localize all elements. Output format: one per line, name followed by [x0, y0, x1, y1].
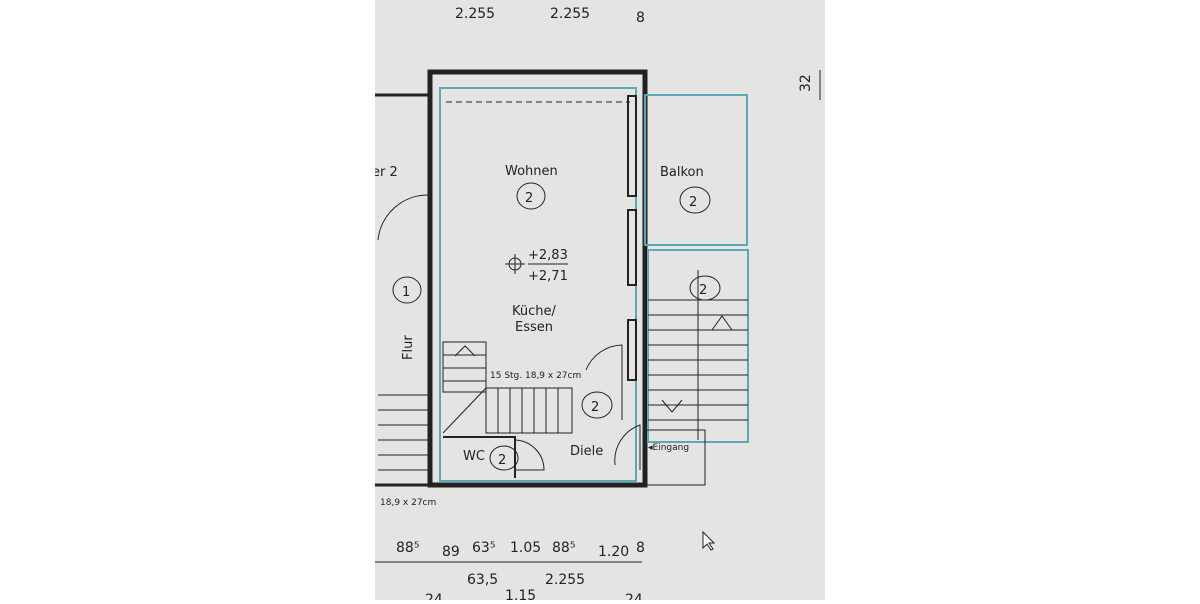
window	[627, 209, 637, 286]
dim-bottom: 1.20	[598, 544, 629, 560]
dim-bottom-lower: 63,5	[467, 572, 498, 588]
room-mark-flur: 1	[402, 285, 410, 300]
room-label-flur: Flur	[401, 335, 416, 360]
room-label-wohnen: Wohnen	[505, 164, 558, 179]
dim-top-3: 8	[636, 10, 645, 26]
dim-bottom: 88⁵	[552, 540, 575, 556]
dim-bottom-cut: 24	[625, 592, 643, 600]
entrance-door-swing	[614, 424, 641, 470]
mouse-cursor-icon	[702, 530, 716, 551]
exterior-stair-treads	[648, 270, 748, 440]
floor-plan-photo: 2.255 2.255 8 32 er 2 Flur 1 18,9 x 27cm…	[372, 0, 825, 604]
dim-bottom-cut: 24	[425, 592, 443, 600]
dim-bottom: 8	[636, 540, 645, 556]
dim-bottom: 89	[442, 544, 460, 560]
dim-bottom: 88⁵	[396, 540, 419, 556]
room-mark-stair: 2	[699, 283, 707, 298]
level-lower: +2,71	[528, 269, 568, 284]
wc-wall	[443, 436, 516, 478]
room-mark-diele: 2	[591, 400, 599, 415]
door-swing	[585, 344, 623, 420]
left-stair	[378, 394, 430, 471]
room-label-wc: WC	[463, 449, 485, 464]
entrance-area	[644, 429, 706, 486]
room-label-zimmer-2: er 2	[375, 165, 398, 180]
wc-door-swing	[514, 439, 545, 471]
dim-bottom: 63⁵	[472, 540, 495, 556]
dim-bottom: 1.05	[510, 540, 541, 556]
dim-top-1: 2.255	[455, 6, 495, 22]
dim-top-2: 2.255	[550, 6, 590, 22]
outer-wall	[427, 69, 648, 488]
room-mark-balkon: 2	[689, 195, 697, 210]
room-mark-wohnen: 2	[525, 191, 533, 206]
stair-label-left: 18,9 x 27cm	[380, 498, 436, 508]
dim-right: 32	[798, 74, 814, 92]
dim-bottom-lower: 2.255	[545, 572, 585, 588]
stair-label: 15 Stg. 18,9 x 27cm	[490, 371, 581, 381]
floor-plan: 2.255 2.255 8 32 er 2 Flur 1 18,9 x 27cm…	[372, 6, 821, 604]
room-label-kueche: Küche/	[512, 304, 557, 319]
room-label-balkon: Balkon	[660, 165, 704, 180]
interior-stair	[442, 341, 573, 434]
window	[627, 319, 637, 381]
room-label-diele: Diele	[570, 444, 603, 459]
entrance-label: ◂Eingang	[648, 443, 689, 453]
dim-bottom-cut: 1.15	[505, 588, 536, 600]
door-swing	[377, 194, 429, 241]
balcony-outline	[644, 94, 748, 246]
apartment-outline	[439, 87, 637, 482]
window	[627, 95, 637, 197]
room-mark-wc: 2	[498, 453, 506, 468]
exterior-stair-outline	[647, 249, 749, 443]
room-mark	[392, 276, 422, 304]
room-label-essen: Essen	[515, 320, 553, 335]
level-upper: +2,83	[528, 248, 568, 263]
